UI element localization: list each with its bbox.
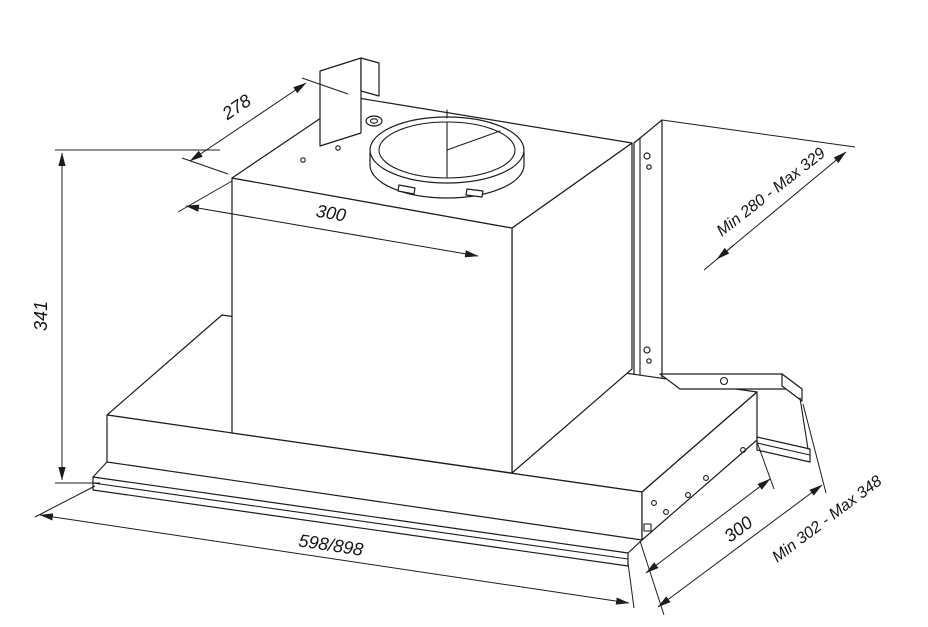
dim-label-278: 278 [218,90,255,124]
exhaust-flange [365,109,525,199]
dim-label-300-bottom: 300 [720,512,756,546]
dimension-offset-300: 300 [177,180,479,258]
dim-label-min280-max329: Min 280 - Max 329 [714,145,829,240]
flange-boss [365,115,383,127]
mounting-bracket-right [633,119,663,408]
duct-front-face [231,177,513,474]
dim-label-300-top: 300 [315,201,348,226]
dimension-range-280-329: Min 280 - Max 329 [661,119,856,271]
bracket-right-plate [633,119,663,408]
side-bracket-plate [659,373,809,450]
mounting-bracket-top [319,57,380,147]
dim-label-min302-max348: Min 302 - Max 348 [769,473,885,566]
dim-label-341: 341 [31,301,51,331]
telescopic-rail [756,436,811,463]
dimension-width-598-898: 598/898 [34,485,635,609]
